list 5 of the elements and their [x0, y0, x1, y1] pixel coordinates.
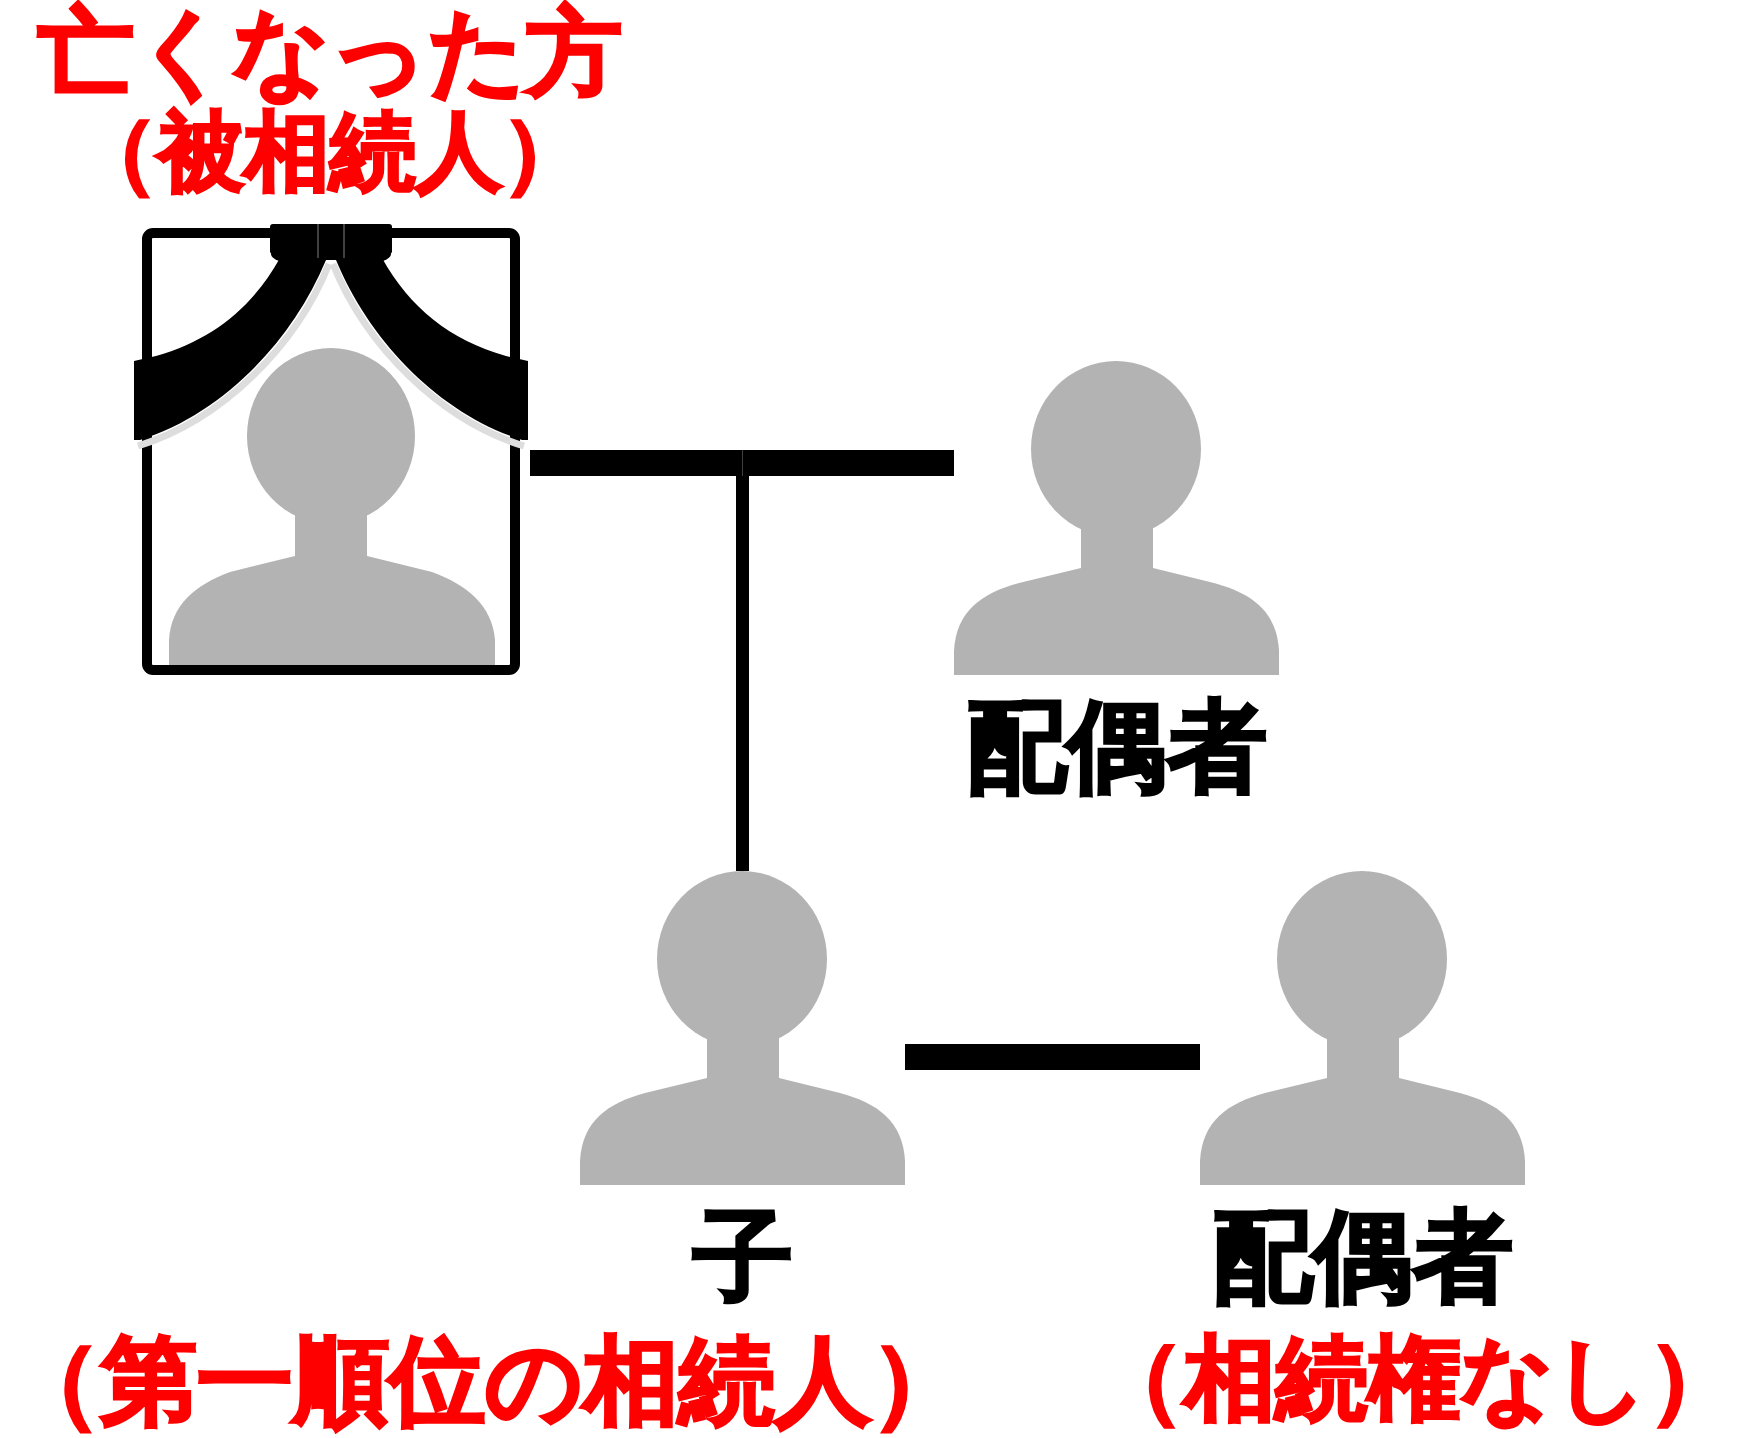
connector-line: [530, 450, 743, 476]
person-label: 配偶者: [966, 697, 1267, 797]
connector-line: [905, 1044, 1200, 1070]
person-label: 子: [692, 1207, 793, 1307]
person-label: 配偶者: [1212, 1207, 1513, 1307]
